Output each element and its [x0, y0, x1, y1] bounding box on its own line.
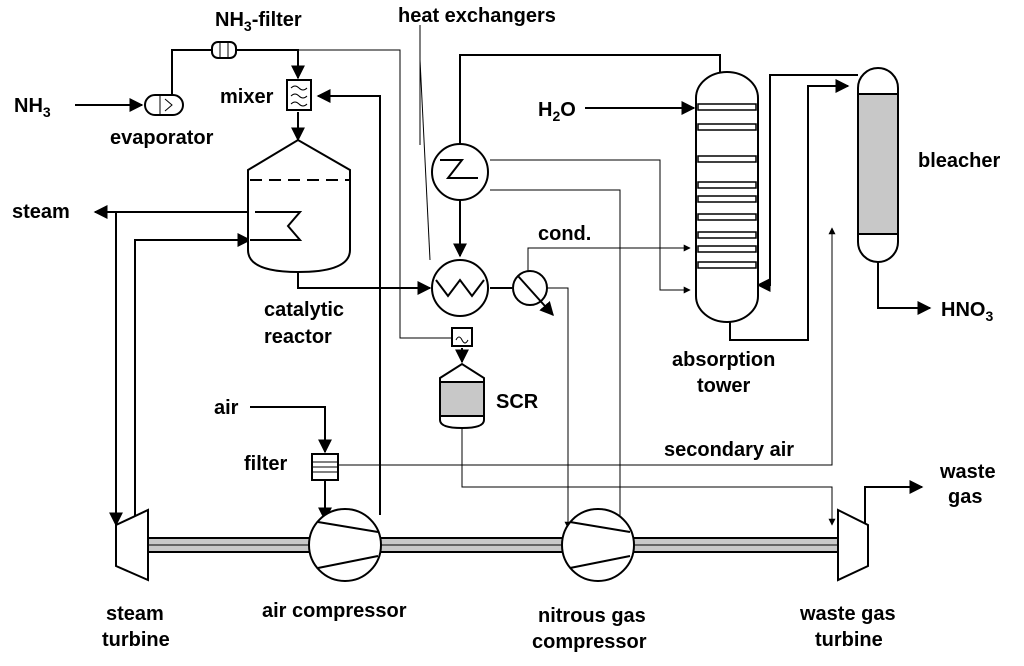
label-catalytic: catalytic — [264, 299, 344, 321]
label-steam-turbine-2: turbine — [102, 629, 170, 651]
scr-to-turbine-line — [461, 428, 836, 526]
label-waste-gas-turbine-2: turbine — [815, 629, 883, 651]
waste-gas-out-line — [864, 480, 924, 525]
air-inlet-line — [250, 406, 332, 454]
scr-reactor-vessel — [439, 362, 485, 430]
absorption-tower-vessel — [695, 71, 759, 323]
air-compressor-machine — [308, 508, 382, 582]
label-h2o: H2O — [538, 99, 576, 124]
evaporator-vessel — [144, 94, 184, 116]
tower-top-to-he1-line — [459, 54, 721, 145]
label-waste-gas-turbine-1: waste gas — [799, 603, 896, 625]
nh3-filter-unit — [211, 41, 237, 59]
cooler-unit — [512, 270, 554, 317]
label-bleacher: bleacher — [918, 150, 1000, 172]
label-steam: steam — [12, 201, 70, 223]
label-evaporator: evaporator — [110, 127, 214, 149]
heat-exchanger-1 — [431, 143, 489, 201]
label-air: air — [214, 397, 239, 419]
label-gas: gas — [948, 486, 982, 508]
filter-to-mixer-line — [236, 49, 305, 80]
he1-to-compressor-line — [490, 189, 621, 530]
label-nh3-feed: NH3 — [14, 95, 51, 120]
nh3-to-scr-line — [298, 49, 452, 339]
condensate-to-tower-line — [527, 244, 691, 275]
he-label-leader-1 — [419, 59, 431, 261]
label-waste: waste — [939, 461, 996, 483]
label-filter: filter — [244, 453, 288, 475]
label-compressor: compressor — [532, 631, 647, 653]
mixer-unit — [286, 79, 312, 111]
label-air-compressor: air compressor — [262, 600, 407, 622]
cooler-to-compressor-line — [545, 287, 572, 529]
label-nitrous-gas: nitrous gas — [538, 605, 646, 627]
air-filter-unit — [311, 453, 339, 481]
label-absorption: absorption — [672, 349, 775, 371]
tower-to-bleacher-line — [729, 79, 850, 341]
label-tower: tower — [697, 375, 751, 397]
tower-trays — [697, 103, 757, 269]
catalytic-reactor-vessel — [247, 138, 351, 274]
bleacher-to-tower-line — [756, 74, 858, 292]
condensate-return-line — [134, 233, 252, 525]
reactor-outlet-line — [297, 270, 432, 295]
steam-turbine-machine — [115, 508, 149, 582]
label-secondary-air: secondary air — [664, 439, 794, 461]
evaporator-to-filter-line — [171, 49, 212, 96]
hno3-out-line — [877, 262, 932, 315]
bleacher-column — [857, 67, 899, 263]
turbine-shaft — [147, 537, 839, 553]
label-scr: SCR — [496, 391, 539, 413]
heat-exchanger-2 — [431, 259, 489, 317]
label-nh3-filter: NH3-filter — [215, 9, 302, 34]
label-heat-exchangers: heat exchangers — [398, 5, 556, 27]
scr-mixer-unit — [451, 327, 473, 347]
nitrous-gas-compressor-machine — [561, 508, 635, 582]
waste-gas-turbine-machine — [837, 508, 869, 582]
label-steam-turbine-1: steam — [106, 603, 164, 625]
secondary-air-line — [338, 227, 836, 466]
label-cond: cond. — [538, 223, 591, 245]
label-mixer: mixer — [220, 86, 274, 108]
process-streams — [75, 25, 932, 530]
label-reactor: reactor — [264, 326, 332, 348]
air-to-mixer-line — [316, 89, 381, 515]
label-hno3: HNO3 — [941, 299, 993, 324]
he1-to-tower-line — [490, 159, 691, 294]
